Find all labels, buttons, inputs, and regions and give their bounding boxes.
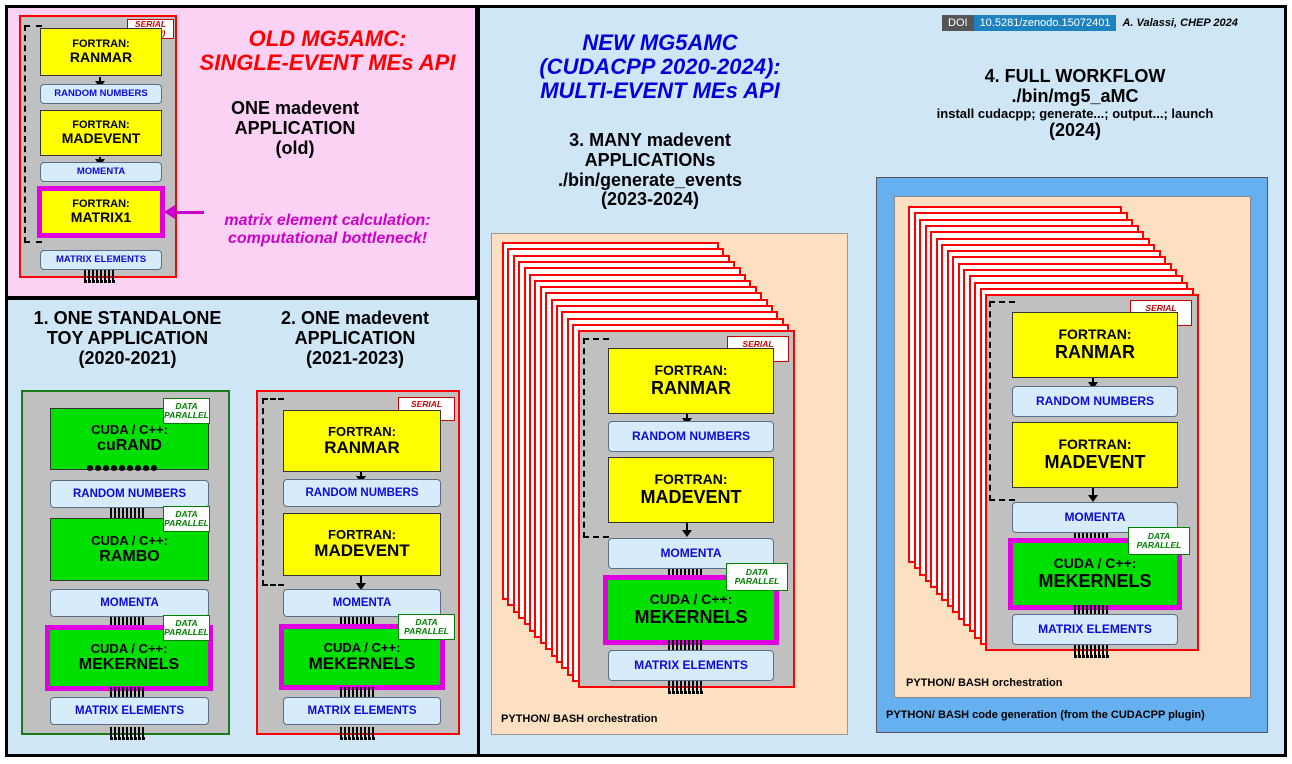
p3-arrows-2 — [668, 640, 704, 653]
p2-momenta-box: MOMENTA — [283, 589, 441, 617]
p1-random-numbers-box: RANDOM NUMBERS — [50, 480, 209, 508]
p1-momenta-box: MOMENTA — [50, 589, 209, 617]
doi-value: 10.5281/zenodo.15072401 — [973, 14, 1117, 31]
p4-madevent-box: FORTRAN:MADEVENT — [1012, 422, 1178, 488]
p2-random-numbers-box: RANDOM NUMBERS — [283, 479, 441, 507]
bottleneck-annotation: matrix element calculation:computational… — [224, 212, 431, 247]
p3-random-numbers-box: RANDOM NUMBERS — [608, 421, 774, 452]
doi-label: DOI — [942, 14, 974, 31]
new-title: NEW MG5AMC(CUDACPP 2020-2024):MULTI-EVEN… — [539, 30, 781, 104]
old-arrow-1 — [95, 77, 105, 88]
p1-arrows-1 — [110, 508, 146, 521]
p1-mekernels-box: CUDA / C++:MEKERNELS — [45, 625, 213, 691]
p4-loop-line — [989, 301, 1015, 501]
old-output-arrows — [84, 270, 116, 283]
old-random-numbers-box: RANDOM NUMBERS — [40, 84, 162, 104]
curand-dots — [86, 458, 158, 476]
vertical-divider — [477, 5, 480, 757]
p1-arrows-4 — [110, 727, 146, 740]
p2-ranmar-box: FORTRAN:RANMAR — [283, 410, 441, 472]
p3-ranmar-box: FORTRAN:RANMAR — [608, 348, 774, 414]
p4-arrow-2 — [1088, 488, 1098, 502]
p4-random-numbers-box: RANDOM NUMBERS — [1012, 386, 1178, 417]
old-matrix1-box: FORTRAN:MATRIX1 — [37, 186, 165, 238]
p2-arrows-3 — [340, 727, 376, 740]
annotation-arrow-line — [168, 211, 204, 214]
author-credit: A. Valassi, CHEP 2024 — [1122, 16, 1238, 29]
old-loop-line — [24, 25, 42, 243]
horizontal-divider — [5, 297, 479, 300]
doi-badge[interactable]: DOI 10.5281/zenodo.15072401 A. Valassi, … — [942, 13, 1238, 32]
p3-madevent-box: FORTRAN:MADEVENT — [608, 457, 774, 523]
annotation-arrow-head — [164, 205, 175, 219]
p3-arrows-3 — [668, 681, 704, 694]
p3-matrix-elements-box: MATRIX ELEMENTS — [608, 650, 774, 681]
panel3-orchestration-label: PYTHON/ BASH orchestration — [501, 713, 658, 725]
p4-arrows-3 — [1074, 645, 1110, 658]
p2-matrix-elements-box: MATRIX ELEMENTS — [283, 697, 441, 725]
old-arrow-2 — [95, 157, 105, 166]
p4-arrow-1 — [1088, 378, 1098, 389]
p3-arrow-2 — [682, 523, 692, 537]
panel4-heading: 4. FULL WORKFLOW ./bin/mg5_aMC install c… — [936, 66, 1214, 140]
panel4-codegen-label: PYTHON/ BASH code generation (from the C… — [886, 709, 1205, 721]
p2-madevent-box: FORTRAN:MADEVENT — [283, 513, 441, 576]
old-momenta-box: MOMENTA — [40, 162, 162, 182]
p2-arrows-2 — [340, 687, 376, 700]
p3-loop-line — [583, 338, 609, 538]
p1-matrix-elements-box: MATRIX ELEMENTS — [50, 697, 209, 725]
old-matrix-elements-box: MATRIX ELEMENTS — [40, 250, 162, 270]
old-title: OLD MG5AMC:SINGLE-EVENT MEs API — [199, 26, 456, 76]
p2-arrow-1 — [356, 472, 366, 483]
p4-matrix-elements-box: MATRIX ELEMENTS — [1012, 614, 1178, 645]
p4-ranmar-box: FORTRAN:RANMAR — [1012, 312, 1178, 378]
p3-arrow-1 — [682, 414, 692, 425]
p2-loop-line — [262, 398, 284, 586]
p1-arrows-3 — [110, 687, 146, 700]
old-madevent-box: FORTRAN:MADEVENT — [40, 110, 162, 156]
p2-arrow-2 — [356, 576, 366, 590]
old-ranmar-box: FORTRAN:RANMAR — [40, 28, 162, 76]
panel4-orchestration-label: PYTHON/ BASH orchestration — [906, 677, 1063, 689]
